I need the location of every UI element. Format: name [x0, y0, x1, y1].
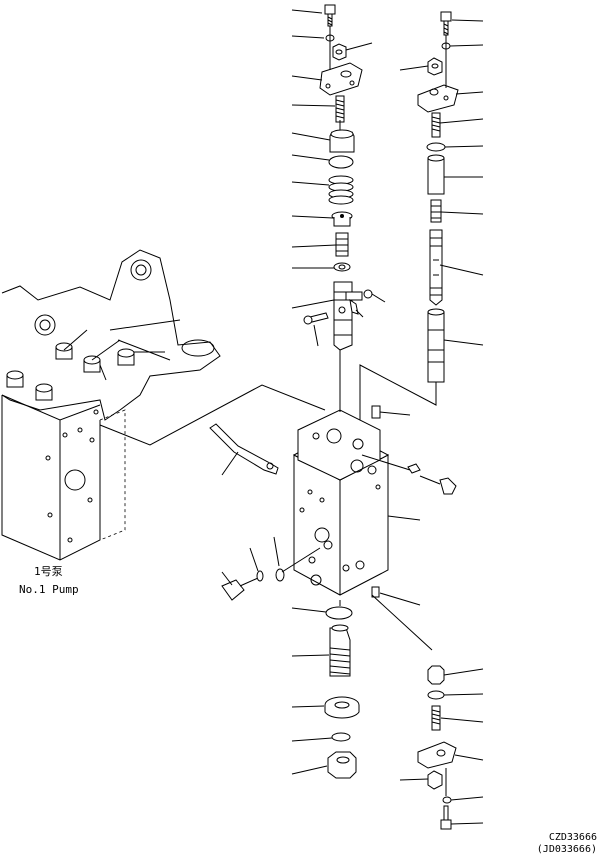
pump-body: [1, 249, 326, 561]
drawing-code-primary: CZD33666: [549, 832, 597, 843]
valve-body: [292, 409, 390, 596]
center-top-stack: [303, 4, 373, 412]
lever-and-side-parts: [209, 405, 457, 651]
pump-label-english: No.1 Pump: [19, 583, 79, 596]
right-top-stack: [359, 11, 459, 420]
drawing-code-secondary: (JD033666): [537, 844, 597, 855]
callout-leaders: [63, 9, 484, 825]
right-bottom-stack: [417, 665, 457, 830]
center-bottom-stack: [324, 606, 360, 779]
pump-label-chinese: 1号泵: [34, 565, 63, 578]
